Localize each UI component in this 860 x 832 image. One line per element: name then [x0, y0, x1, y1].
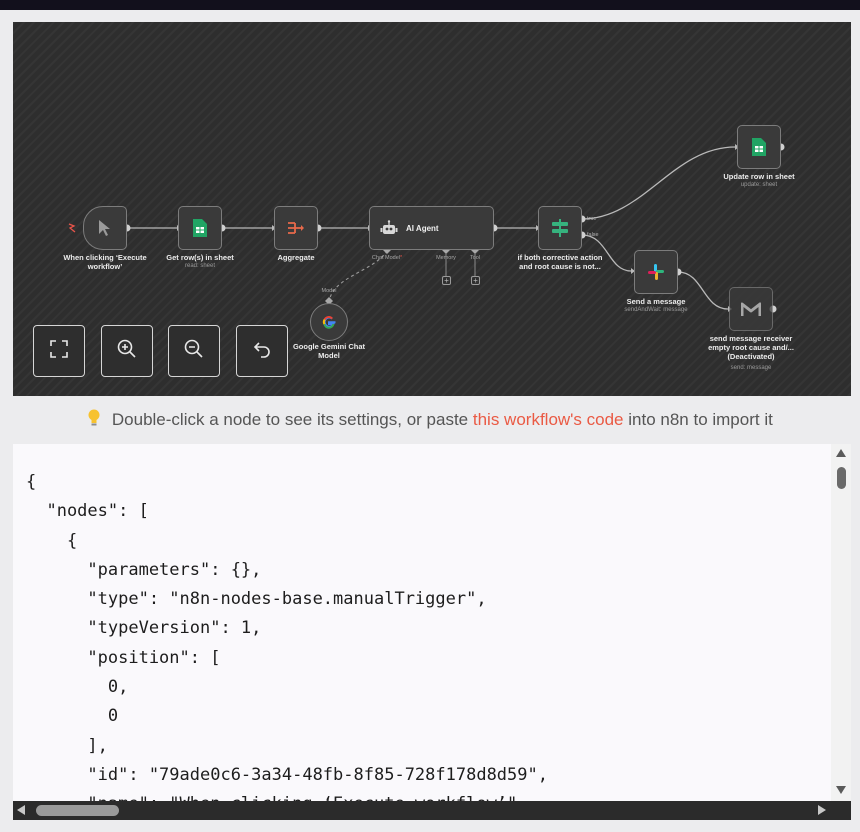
google-sheets-icon [193, 219, 207, 237]
workflow-code-link[interactable]: this workflow's code [472, 410, 624, 429]
port-tool: Tool [469, 255, 481, 261]
if-branch-icon [551, 219, 569, 237]
node-label: send message receiver empty root cause a… [708, 334, 794, 361]
port-chat-model: Chat Model* [371, 255, 403, 261]
node-subtitle: read: sheet [184, 263, 216, 269]
horizontal-scrollbar[interactable] [13, 801, 851, 820]
node-label: if both corrective action and root cause… [517, 253, 603, 271]
add-tool-button[interactable]: + [471, 276, 480, 285]
node-gemini-model[interactable] [310, 303, 348, 341]
scroll-down-arrow-icon[interactable] [836, 786, 846, 794]
workflow-canvas[interactable]: When clicking ‘Execute workflow’ Get row… [13, 22, 851, 396]
wire-gemini-agent [328, 250, 388, 304]
node-ai-agent[interactable]: AI Agent [369, 206, 494, 250]
google-sheets-icon [752, 138, 766, 156]
branch-false-label: false [587, 232, 599, 238]
scroll-left-arrow-icon[interactable] [17, 805, 25, 815]
node-label: Aggregate [277, 253, 315, 262]
lightbulb-icon [87, 409, 106, 429]
zoom-out-button[interactable] [168, 325, 220, 377]
undo-icon [253, 340, 271, 363]
node-aggregate[interactable] [274, 206, 318, 250]
cursor-icon [97, 219, 113, 237]
node-label: Get row(s) in sheet [166, 253, 234, 262]
workflow-json-code[interactable]: { "nodes": [ { "parameters": {}, "type":… [26, 472, 548, 801]
branch-true-label: true [587, 216, 597, 222]
node-manual-trigger[interactable] [83, 206, 127, 250]
vertical-scroll-thumb[interactable] [837, 467, 846, 489]
node-title: AI Agent [406, 223, 439, 233]
zoom-out-icon [184, 339, 204, 364]
node-subtitle: sendAndWait: message [624, 307, 688, 313]
node-subtitle: send: message [730, 365, 772, 371]
google-icon [321, 314, 337, 330]
fullscreen-icon [50, 339, 68, 363]
reset-button[interactable] [236, 325, 288, 377]
port-model: Model [321, 288, 337, 294]
node-get-rows[interactable] [178, 206, 222, 250]
node-update-row[interactable] [737, 125, 781, 169]
wire-if-update [581, 146, 736, 220]
node-subtitle: update: sheet [740, 182, 778, 188]
horizontal-scroll-thumb[interactable] [36, 805, 119, 816]
zoom-in-icon [117, 339, 137, 364]
aggregate-icon [287, 220, 305, 236]
add-memory-button[interactable]: + [442, 276, 451, 285]
vertical-scrollbar[interactable] [831, 444, 851, 801]
gmail-icon [741, 302, 761, 317]
node-send-gmail[interactable] [729, 287, 773, 331]
top-bar [0, 0, 860, 10]
slack-icon [647, 263, 665, 281]
scroll-up-arrow-icon[interactable] [836, 449, 846, 457]
zoom-in-button[interactable] [101, 325, 153, 377]
robot-icon [380, 220, 398, 236]
node-label: When clicking ‘Execute workflow’ [63, 253, 147, 271]
node-send-message[interactable] [634, 250, 678, 294]
node-label: Google Gemini Chat Model [292, 342, 366, 360]
wire-if-send [581, 234, 632, 272]
import-hint: Double-click a node to see its settings,… [0, 409, 860, 430]
wire-send-gmail [677, 271, 729, 310]
scroll-right-arrow-icon[interactable] [818, 805, 826, 815]
fit-view-button[interactable] [33, 325, 85, 377]
port-memory: Memory [436, 255, 456, 261]
node-label: Update row in sheet [723, 172, 795, 181]
node-label: Send a message [626, 297, 686, 306]
code-panel[interactable]: { "nodes": [ { "parameters": {}, "type":… [13, 444, 831, 801]
node-if[interactable] [538, 206, 582, 250]
hint-text-after: into n8n to import it [628, 410, 773, 429]
hint-text-before: Double-click a node to see its settings,… [111, 410, 469, 429]
trigger-bolt-icon [68, 223, 76, 233]
